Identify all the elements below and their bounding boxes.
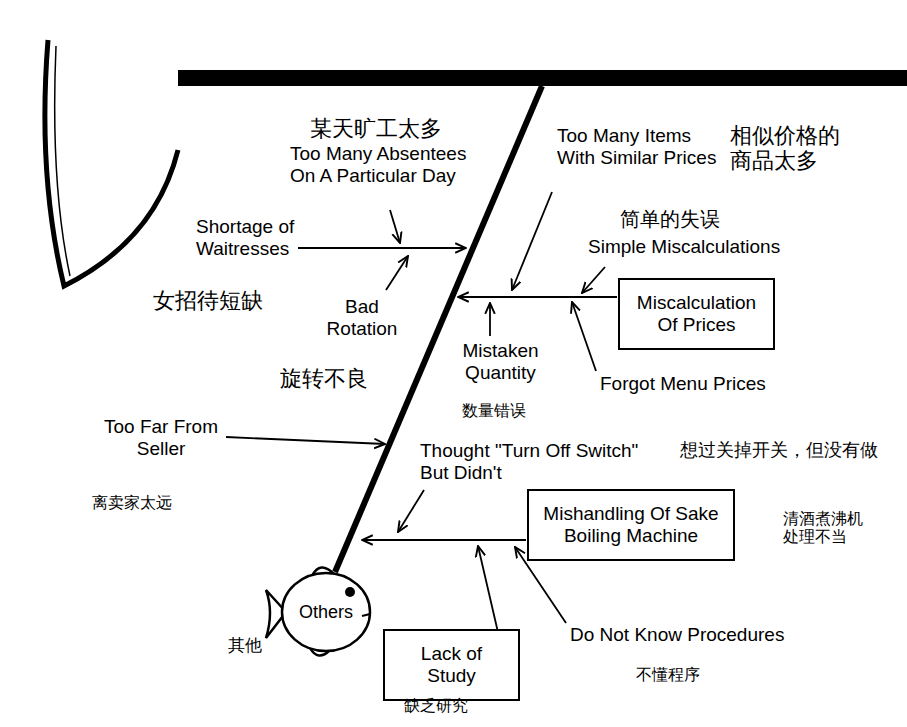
translation-label: 简单的失误 (620, 208, 720, 231)
cause-label: Too Many Absentees On A Particular Day (290, 143, 485, 187)
translation-label: 缺乏研究 (404, 697, 468, 715)
translation-label: 数量错误 (462, 402, 526, 420)
fish-eye (345, 587, 355, 597)
cause-arrow (572, 302, 596, 371)
translation-label: 想过关掉开关，但没有做 (680, 440, 878, 461)
node-text: Miscalculation Of Prices (630, 292, 763, 336)
translation-label: 旋转不良 (280, 366, 368, 391)
head-bar (178, 70, 907, 86)
cause-box: Miscalculation Of Prices (618, 278, 775, 350)
cause-label: Mistaken Quantity (458, 340, 543, 384)
node-text: Lack of Study (395, 643, 508, 687)
cause-label: Simple Miscalculations (588, 236, 780, 258)
branch-arrow (298, 247, 466, 249)
translation-label: 某天旷工太多 (310, 116, 442, 141)
translation-label: 相似价格的 商品太多 (730, 123, 852, 174)
cause-label: Bad Rotation (322, 296, 402, 340)
cause-arrow (390, 210, 400, 243)
translation-label: 不懂程序 (636, 666, 700, 684)
fish-head-inner (55, 46, 70, 276)
cause-label: Shortage of Waitresses (196, 216, 311, 260)
cause-label: Too Many Items With Similar Prices (557, 125, 725, 169)
cause-arrow (489, 303, 491, 336)
cause-label: Forgot Menu Prices (600, 373, 766, 395)
translation-label: 其他 (228, 636, 262, 656)
fish-body (282, 573, 370, 651)
cause-arrow (582, 267, 605, 293)
branch-arrow (458, 296, 617, 298)
cause-arrow (512, 192, 552, 290)
cause-arrow (398, 490, 424, 532)
node-text: Mishandling Of Sake Boiling Machine (539, 503, 723, 547)
translation-label: 女招待短缺 (153, 288, 263, 313)
cause-label: Too Far From Seller (98, 416, 224, 460)
fish-node: Others (262, 556, 374, 664)
cause-arrow (478, 546, 500, 641)
fish-mouth (362, 614, 370, 616)
cause-label: Do Not Know Procedures (570, 624, 784, 646)
translation-label: 清酒煮沸机 处理不当 (783, 510, 873, 547)
branch-arrow (362, 539, 526, 541)
cause-arrow (386, 256, 408, 290)
cause-label: Thought "Turn Off Switch" But Didn't (420, 440, 652, 484)
fish-head (45, 40, 178, 286)
node-text: Others (299, 602, 353, 623)
fish-text-area: Others (284, 573, 368, 651)
cause-box: Mishandling Of Sake Boiling Machine (527, 489, 735, 561)
translation-label: 离卖家太远 (92, 494, 172, 512)
cause-box: Lack of Study (383, 629, 520, 701)
branch-arrow (226, 437, 385, 444)
